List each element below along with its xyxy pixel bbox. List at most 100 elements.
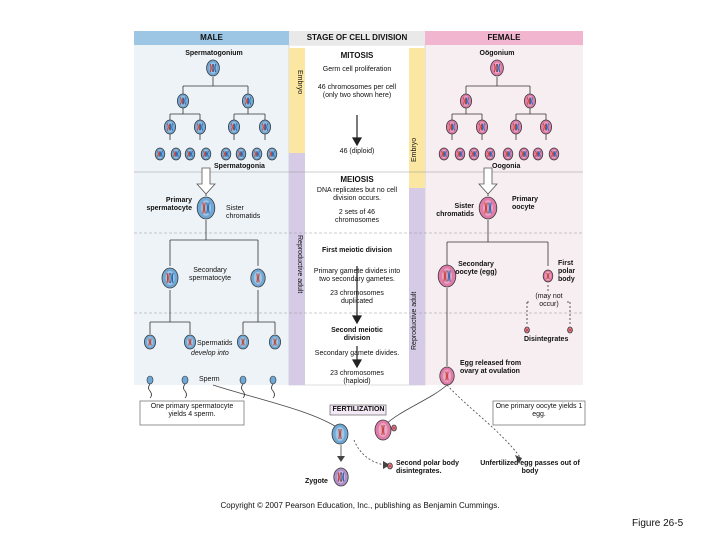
second-polar-arrow bbox=[383, 461, 390, 469]
unfertilized-egg-label: Unfertilized egg passes out of body bbox=[480, 460, 580, 475]
primary-oocyte-label: Primary oocyte bbox=[512, 196, 539, 211]
spermatid-cell bbox=[268, 334, 281, 350]
second-polar-body-label: Second polar body disintegrates. bbox=[396, 460, 460, 475]
zygote-arrow bbox=[337, 456, 345, 462]
female-yield-note: One primary oocyte yields 1 egg. bbox=[494, 403, 584, 419]
oogonia-label: Oogonia bbox=[492, 163, 521, 170]
secondary-oocyte-label: Secondary oocyte (egg) bbox=[455, 261, 497, 276]
male-tree-lines bbox=[149, 77, 276, 334]
primary-gamete-text: Primary gamete divides into two secondar… bbox=[313, 268, 401, 283]
male-header: MALE bbox=[200, 33, 223, 42]
secondary-spermatocyte-cell bbox=[161, 267, 179, 289]
female-mitosis-cell bbox=[445, 119, 458, 135]
female-mitosis-cell bbox=[475, 119, 488, 135]
polar-body-fragment bbox=[524, 326, 530, 334]
male-mitosis-cell bbox=[163, 119, 176, 135]
female-panel-bg bbox=[425, 45, 583, 385]
second-polar-body-cell bbox=[387, 462, 393, 470]
polar-body-small bbox=[391, 424, 397, 432]
repro-label-right: Reproductive adult bbox=[411, 291, 418, 350]
spermatogonia-label: Spermatogonia bbox=[214, 163, 265, 170]
embryo-bar-left bbox=[289, 48, 305, 153]
female-mitosis-cell bbox=[459, 93, 472, 109]
spermatogonia-cell bbox=[235, 147, 247, 161]
first-polar-body-label: First polar body bbox=[558, 260, 576, 283]
unfertilized-arrow bbox=[515, 455, 522, 464]
repro-bar-left bbox=[289, 153, 305, 385]
hollow-arrows bbox=[196, 167, 498, 195]
female-mitosis-cell bbox=[524, 93, 537, 109]
spermatid-cell bbox=[236, 334, 249, 350]
male-mitosis-cell bbox=[227, 119, 240, 135]
male-mitosis-cell bbox=[176, 93, 189, 109]
oogonium-cell bbox=[490, 59, 504, 77]
repro-bar-right bbox=[409, 188, 425, 385]
develop-into-label: develop into bbox=[191, 350, 229, 357]
spermatid-cell bbox=[143, 334, 156, 350]
ovulated-egg-cell bbox=[439, 366, 455, 386]
oogonia-cell bbox=[548, 147, 560, 161]
female-header: FEMALE bbox=[487, 33, 521, 42]
female-header-bg bbox=[425, 31, 583, 45]
sperm-cell bbox=[181, 375, 189, 399]
stage-header: STAGE OF CELL DIVISION bbox=[306, 33, 408, 42]
fertilization-lines bbox=[212, 384, 521, 466]
male-mitosis-cell bbox=[258, 119, 271, 135]
may-not-occur-label: (may not occur) bbox=[531, 293, 567, 309]
sperm-cell bbox=[269, 375, 277, 399]
cell-layer bbox=[143, 59, 573, 487]
spermatogonia-cell bbox=[154, 147, 166, 161]
stage-header-bg bbox=[289, 31, 425, 45]
zygote-label: Zygote bbox=[305, 478, 328, 485]
sperm-cell bbox=[146, 375, 154, 399]
oogonia-cell bbox=[518, 147, 530, 161]
embryo-label-right: Embryo bbox=[411, 137, 418, 162]
second-meiotic-heading: Second meiotic division bbox=[331, 327, 383, 342]
oogonia-cell bbox=[438, 147, 450, 161]
spermatogonia-cell bbox=[200, 147, 212, 161]
fertilizing-cell bbox=[331, 423, 349, 445]
stage-arrows bbox=[351, 115, 363, 369]
primary-spermatocyte-cell bbox=[196, 196, 216, 220]
fertilization-label: FERTILIZATION bbox=[332, 406, 385, 413]
first-meiotic-heading: First meiotic division bbox=[322, 247, 393, 254]
diploid-text: 46 (diploid) bbox=[339, 148, 375, 155]
first-polar-body-cell bbox=[542, 269, 554, 283]
germ-cell-proliferation: Germ cell proliferation bbox=[322, 66, 392, 73]
dna-replicates-text: DNA replicates but no cell division occu… bbox=[316, 187, 398, 202]
spermatogonia-cell bbox=[220, 147, 232, 161]
mitosis-heading: MITOSIS bbox=[340, 51, 374, 60]
two-sets-text: 2 sets of 46 chromosomes bbox=[335, 209, 379, 224]
female-sister-chromatids-label: Sister chromatids bbox=[436, 203, 474, 218]
oogonia-cell bbox=[484, 147, 496, 161]
primary-oocyte-cell bbox=[478, 196, 498, 220]
polar-body-fragment bbox=[567, 326, 573, 334]
oogonia-cell bbox=[502, 147, 514, 161]
spermatogonia-cell bbox=[170, 147, 182, 161]
male-mitosis-cell bbox=[241, 93, 254, 109]
male-sister-chromatids-label: Sister chromatids bbox=[226, 205, 261, 220]
copyright-text: Copyright © 2007 Pearson Education, Inc.… bbox=[220, 501, 500, 510]
chromosomes-46-text: 46 chromosomes per cell (only two shown … bbox=[317, 84, 397, 99]
male-yield-note: One primary spermatocyte yields 4 sperm. bbox=[141, 403, 243, 419]
spermatid-cell bbox=[183, 334, 196, 350]
embryo-label-left: Embryo bbox=[296, 70, 303, 95]
spermatogonium-cell bbox=[206, 59, 220, 77]
haploid-text: 23 chromosomes (haploid) bbox=[330, 370, 384, 385]
oogonia-cell bbox=[468, 147, 480, 161]
primary-spermatocyte-label: Primary spermatocyte bbox=[146, 197, 192, 212]
secondary-spermatocyte-cell bbox=[250, 268, 266, 288]
sperm-cell bbox=[239, 375, 247, 399]
secondary-spermatocyte-label: Secondary spermatocyte bbox=[188, 267, 232, 282]
male-mitosis-cell bbox=[193, 119, 206, 135]
sperm-label: Sperm bbox=[199, 376, 220, 383]
embryo-bar-right bbox=[409, 48, 425, 188]
figure-label: Figure 26-5 bbox=[632, 518, 684, 529]
spermatogonia-cell bbox=[184, 147, 196, 161]
oogonium-label: Oögonium bbox=[479, 50, 515, 57]
secondary-oocyte-cell bbox=[437, 264, 457, 288]
male-header-bg bbox=[134, 31, 289, 45]
female-mitosis-cell bbox=[540, 119, 553, 135]
zygote-cell bbox=[333, 467, 349, 487]
